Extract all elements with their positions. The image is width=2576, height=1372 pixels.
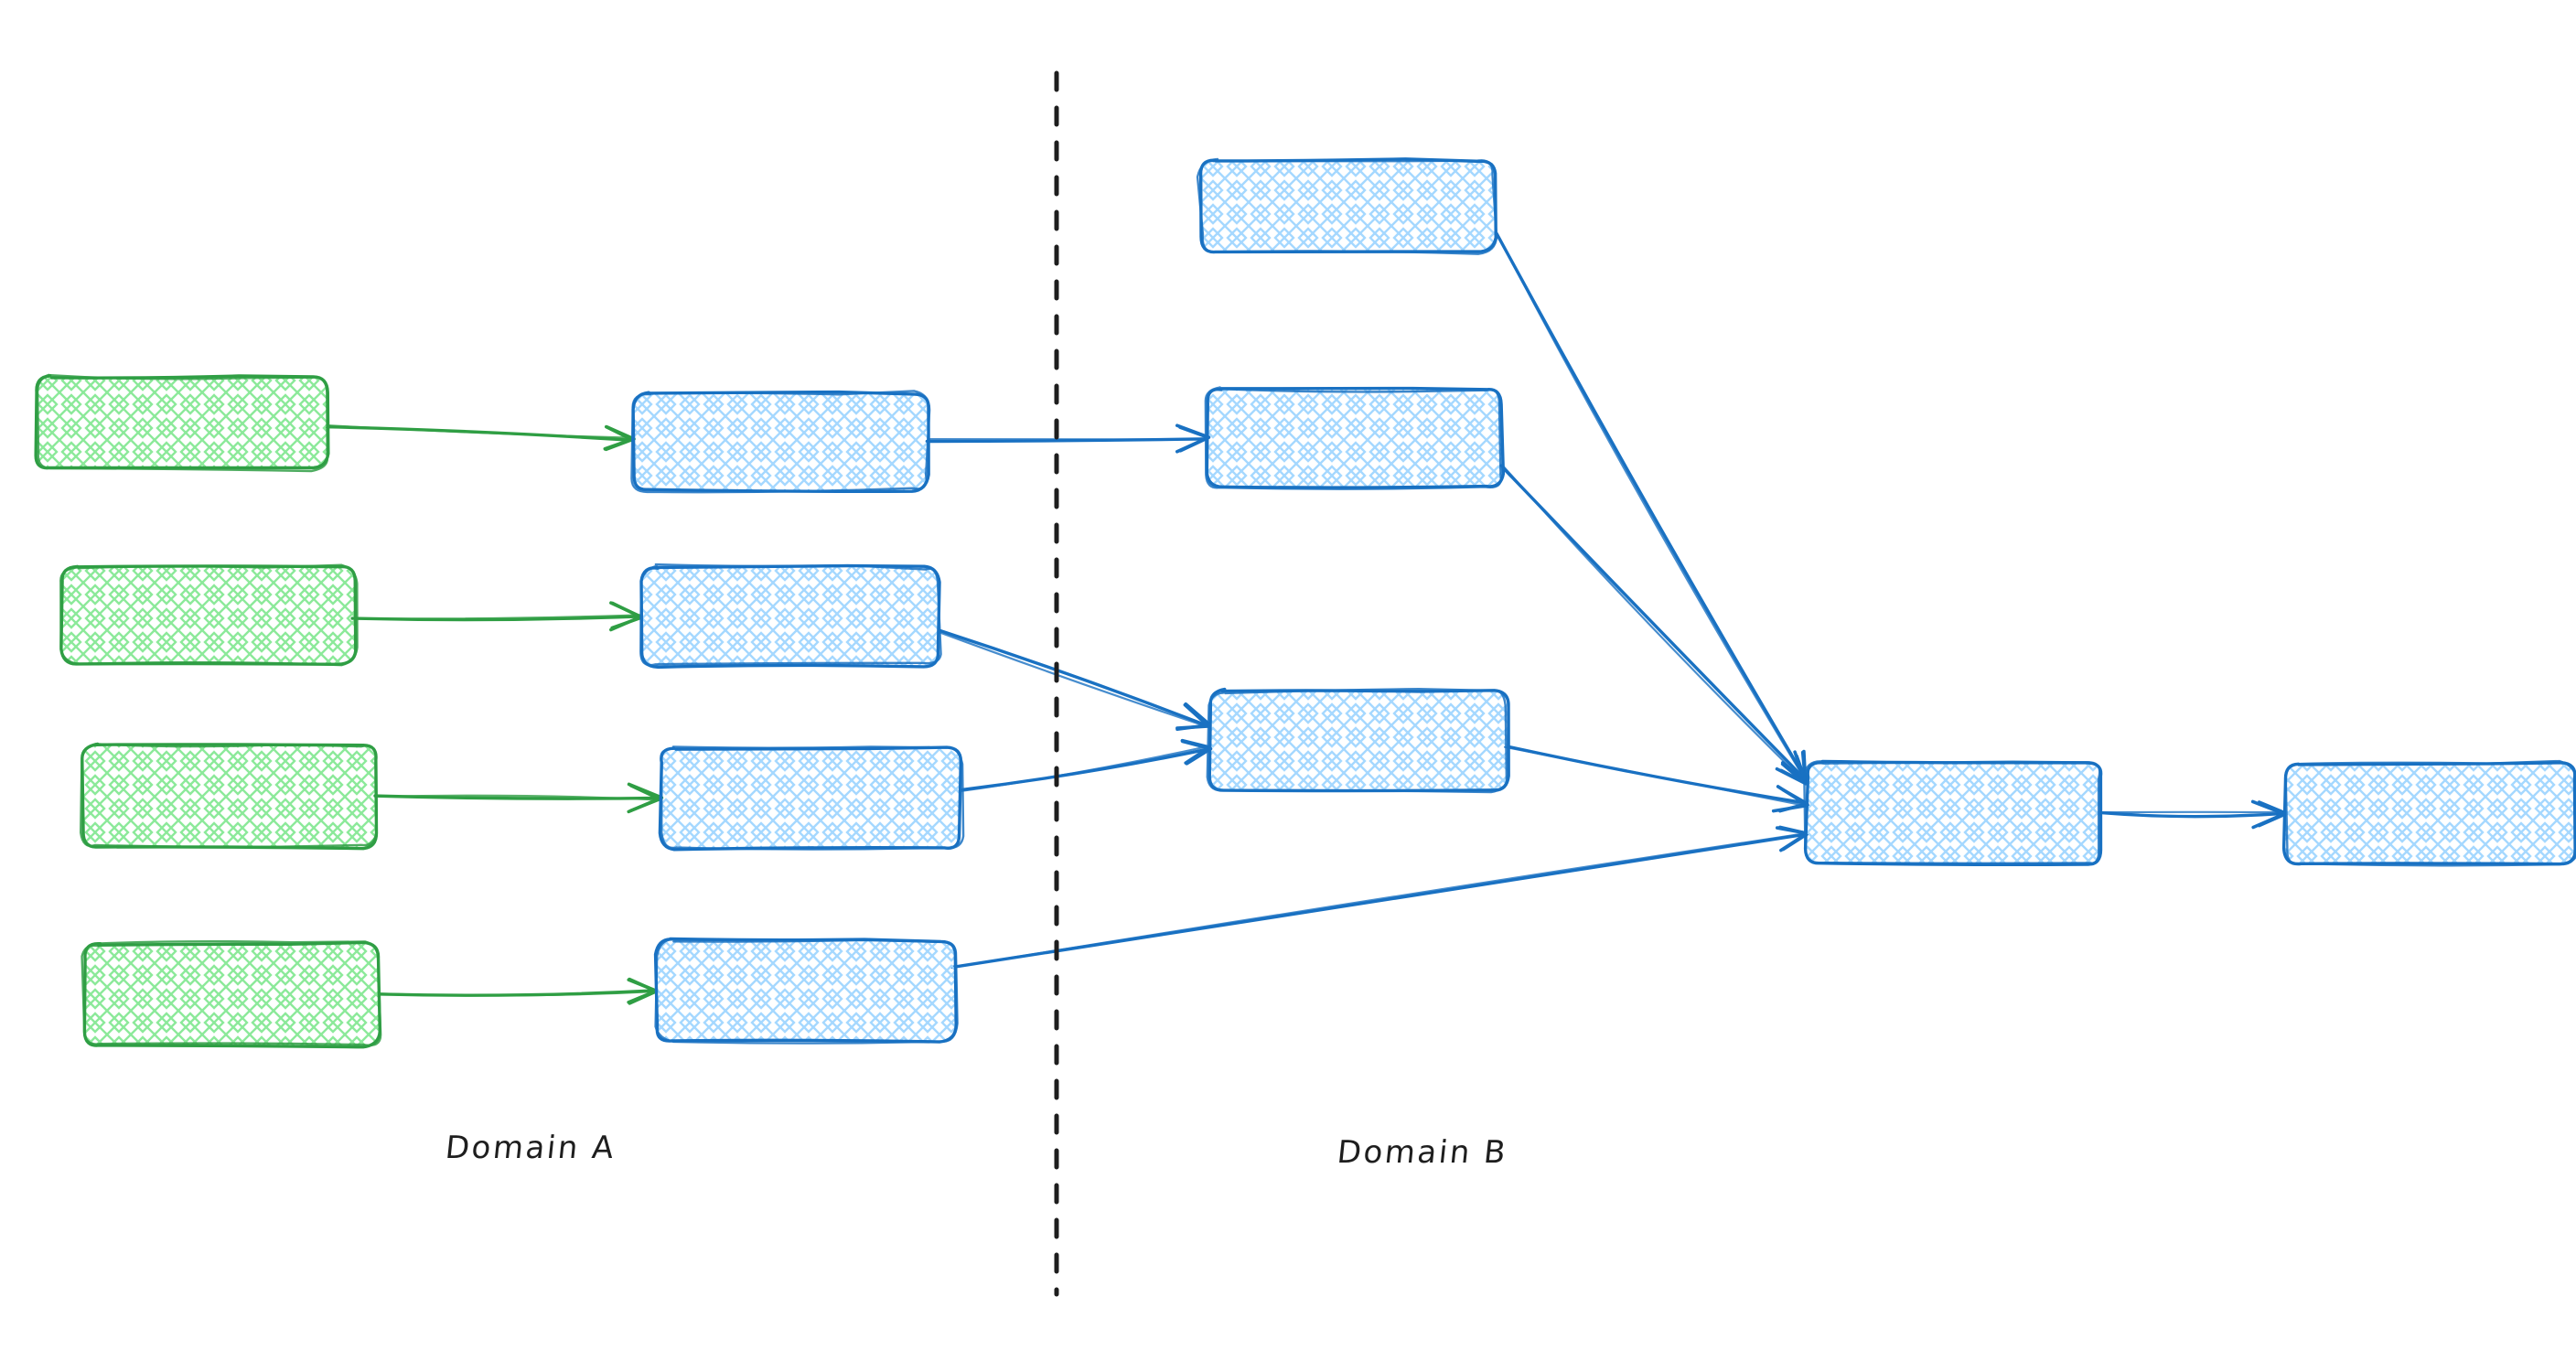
node-a-src-1[interactable]	[33, 373, 331, 473]
edge-bmid-bhub	[1499, 464, 1809, 786]
edge-mid4-bhub	[950, 825, 1810, 970]
node-a-src-2[interactable]	[59, 563, 359, 668]
node-b-hub[interactable]	[1803, 758, 2105, 868]
node-fill	[37, 377, 327, 468]
node-outline	[34, 374, 330, 470]
arrow-line	[937, 630, 1212, 729]
node-fill	[1200, 160, 1495, 252]
node-fill	[633, 393, 928, 490]
node-outline	[1208, 687, 1510, 793]
node-outline	[1196, 157, 1498, 255]
node-outline	[1198, 157, 1497, 254]
arrow-line	[937, 628, 1211, 728]
node-fill	[1807, 762, 2101, 864]
node-outline	[639, 563, 942, 667]
node-a-mid-2[interactable]	[639, 563, 942, 670]
arrow-line	[928, 437, 1208, 441]
node-fill	[660, 748, 961, 849]
domain-a-label: Domain A	[443, 1130, 618, 1166]
node-a-mid-3[interactable]	[657, 745, 965, 852]
node-layer	[33, 156, 2576, 1050]
edge-mid1-btop	[925, 423, 1211, 454]
arrow-line	[961, 747, 1210, 791]
node-outline	[59, 563, 359, 667]
node-outline	[80, 743, 378, 849]
edge-blow-bhub	[1503, 745, 1810, 813]
domain-b-label: Domain B	[1335, 1134, 1510, 1171]
node-a-src-3[interactable]	[79, 742, 381, 852]
node-outline	[1803, 760, 2101, 865]
arrow-line	[951, 831, 1809, 969]
node-fill	[84, 944, 379, 1046]
node-outline	[660, 745, 965, 851]
arrow-line	[376, 990, 660, 997]
arrow-line	[1499, 464, 1809, 783]
node-outline	[2284, 759, 2576, 867]
node-b-low[interactable]	[1206, 687, 1511, 795]
edge-mid2-blow	[937, 628, 1212, 732]
node-fill	[657, 940, 955, 1041]
edge-bhub-bout	[2099, 799, 2289, 830]
node-outline	[630, 390, 931, 494]
node-outline	[631, 390, 930, 493]
arrow-line	[1503, 745, 1809, 808]
edge-src1-mid1	[325, 423, 636, 452]
arrow-line	[352, 614, 643, 620]
node-outline	[36, 373, 329, 473]
edge-src4-mid4	[376, 977, 660, 1005]
arrow-line	[1495, 231, 1809, 783]
node-fill	[2285, 764, 2576, 864]
edge-layer	[325, 231, 2289, 1005]
node-b-out[interactable]	[2281, 759, 2576, 868]
arrow-line	[1501, 465, 1807, 784]
node-outline	[1204, 386, 1503, 490]
arrow-line	[325, 423, 633, 439]
node-fill	[1209, 691, 1508, 791]
arrow-line	[377, 794, 661, 801]
node-b-mid[interactable]	[1204, 385, 1506, 491]
edge-src3-mid3	[373, 782, 664, 814]
edge-src2-mid2	[350, 601, 644, 632]
node-fill	[62, 567, 355, 664]
node-a-mid-4[interactable]	[653, 937, 959, 1045]
arrow-line	[2101, 811, 2287, 819]
node-outline	[654, 938, 959, 1045]
node-a-mid-1[interactable]	[629, 390, 931, 494]
node-outline	[1206, 688, 1508, 794]
node-a-src-4[interactable]	[80, 939, 382, 1050]
node-b-top[interactable]	[1196, 156, 1498, 255]
arrow-line	[1508, 745, 1807, 805]
edge-mid3-blow	[958, 738, 1213, 793]
node-outline	[80, 939, 382, 1047]
node-fill	[1208, 389, 1502, 488]
arrow-line	[958, 745, 1209, 793]
node-fill	[642, 567, 939, 666]
arrow-line	[1495, 231, 1809, 784]
node-fill	[82, 745, 377, 848]
